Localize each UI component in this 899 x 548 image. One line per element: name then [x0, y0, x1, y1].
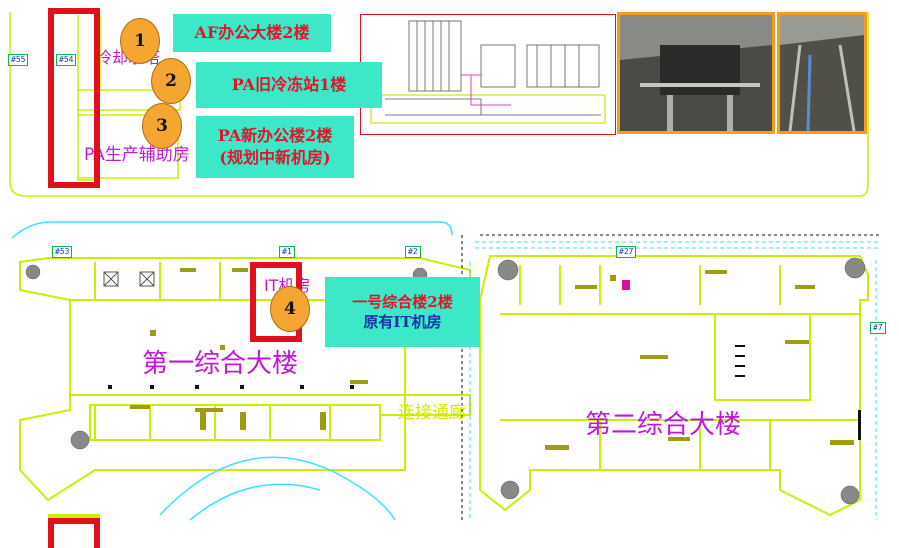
grid-tag-7: #7 [870, 322, 886, 334]
badge-3: 3 [142, 103, 182, 149]
grid-tag-27: #27 [616, 246, 637, 258]
label-corridor: 连接通廊 [398, 403, 466, 423]
callout-building1-line2: 原有IT机房 [363, 313, 442, 331]
callout-building1-line1: 一号综合楼2楼 [352, 292, 453, 311]
badge-1: 1 [120, 18, 160, 64]
label-building2: 第二综合大楼 [585, 410, 742, 440]
label-pa-auxiliary: PA生产辅助房 [84, 145, 190, 165]
callout-pa-new-office-line2: (规划中新机房) [219, 148, 331, 167]
badge-2: 2 [151, 58, 191, 104]
callout-pa-old-chiller: PA旧冷冻站1楼 [196, 62, 382, 108]
building2-outline [479, 255, 869, 517]
wall-stub [48, 514, 100, 518]
grid-tag-53: #53 [52, 246, 73, 258]
callout-pa-old-chiller-text: PA旧冷冻站1楼 [231, 75, 347, 95]
grid-tag-2: #2 [405, 246, 421, 258]
machine-room-photo-2 [777, 12, 867, 134]
badge-4: 4 [270, 286, 310, 332]
grid-tag-54: #54 [56, 54, 77, 66]
callout-building1: 一号综合楼2楼 原有IT机房 [325, 277, 480, 347]
callout-pa-new-office: PA新办公楼2楼 (规划中新机房) [196, 116, 354, 178]
callout-af-office: AF办公大楼2楼 [173, 14, 331, 52]
highlight-box-pa [48, 8, 100, 188]
machine-room-photo-1 [617, 12, 775, 134]
highlight-box-bottom [48, 518, 100, 548]
callout-af-office-text: AF办公大楼2楼 [194, 23, 310, 43]
label-building1: 第一综合大楼 [142, 349, 299, 379]
equipment-drawing [360, 14, 616, 135]
callout-pa-new-office-line1: PA新办公楼2楼 [217, 126, 333, 146]
grid-tag-1: #1 [279, 246, 295, 258]
grid-tag-55: #55 [8, 54, 29, 66]
